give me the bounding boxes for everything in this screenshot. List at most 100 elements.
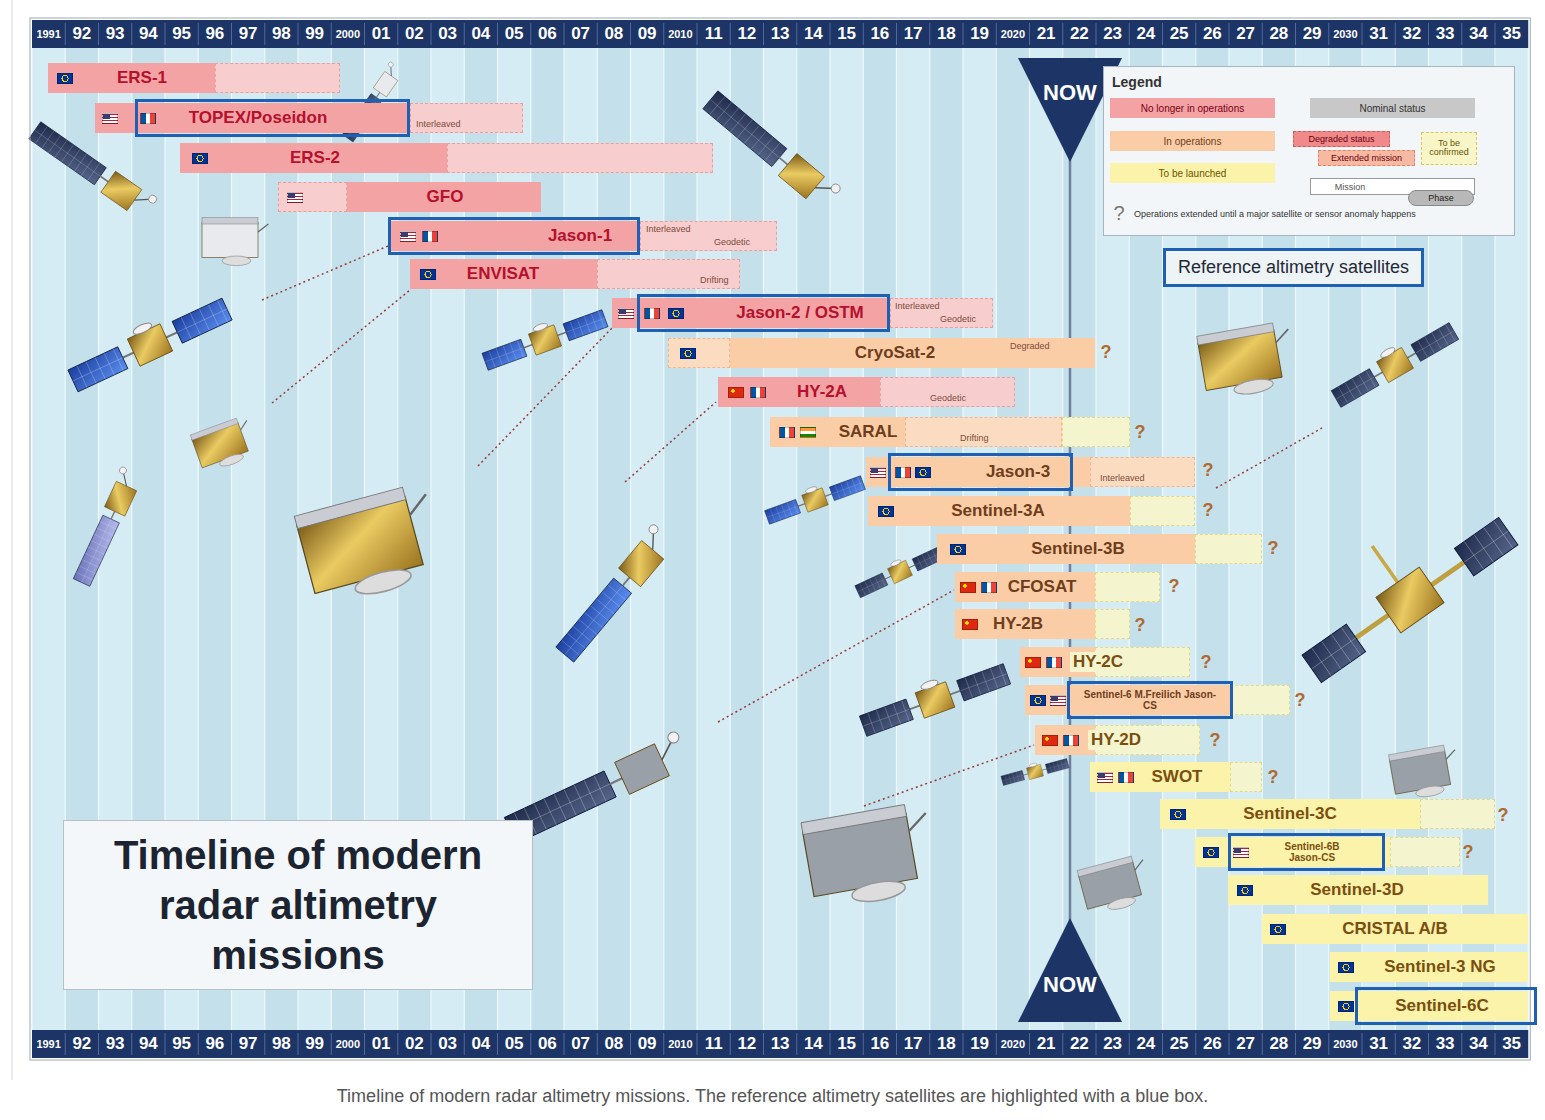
solar-panel <box>1454 517 1518 575</box>
antenna-boom <box>258 224 268 232</box>
panel-cell-line <box>485 348 524 362</box>
year-band-divider <box>830 23 831 45</box>
year-label: 15 <box>837 24 856 44</box>
satellite-illustration <box>27 118 158 221</box>
satellite-illustration <box>701 87 842 212</box>
country-flag <box>287 192 303 203</box>
year-band-divider <box>1096 1033 1097 1055</box>
country-flag <box>192 153 208 164</box>
year-band-divider <box>1461 23 1462 45</box>
year-band-divider <box>1495 23 1496 45</box>
year-band-divider <box>298 1033 299 1055</box>
year-label: 11 <box>705 1034 723 1054</box>
year-band-divider <box>863 23 864 45</box>
year-label: 31 <box>1369 1034 1388 1054</box>
year-label: 27 <box>1236 24 1255 44</box>
satellite-body <box>1376 567 1444 633</box>
status-note: Interleaved <box>646 224 691 235</box>
question-mark: ? <box>1135 615 1146 636</box>
status-note: Drifting <box>700 275 729 286</box>
country-flag <box>400 231 416 242</box>
solar-panel <box>556 578 632 662</box>
year-band-divider <box>697 23 698 45</box>
year-band-divider <box>331 1033 332 1055</box>
mission-name: Sentinel-6 M.Freilich Jason-CS <box>1075 689 1225 711</box>
year-band-divider <box>630 1033 631 1055</box>
country-flag <box>915 467 931 478</box>
legend-text: Mission <box>1335 182 1366 192</box>
year-stripe <box>32 48 65 1030</box>
mission-bar: Jason-2 / OSTMInterleavedGeodetic <box>612 298 993 328</box>
year-band-divider <box>996 1033 997 1055</box>
year-band-divider <box>65 23 66 45</box>
bar-segment <box>1095 609 1130 639</box>
country-flag <box>981 582 997 593</box>
mission-name: Sentinel-6C <box>1392 996 1492 1016</box>
antenna-dish <box>1106 895 1136 912</box>
year-band-divider <box>530 1033 531 1055</box>
mission-name: Sentinel-3 NG <box>1381 957 1498 977</box>
antenna-dish <box>890 559 902 568</box>
year-band-divider <box>198 23 199 45</box>
mission-name: Sentinel-6B Jason-CS <box>1272 841 1352 863</box>
question-mark: ? <box>1135 422 1146 443</box>
year-band-divider <box>431 23 432 45</box>
question-mark: ? <box>1201 652 1212 673</box>
year-band-divider <box>497 23 498 45</box>
country-flag <box>878 506 894 517</box>
year-band-divider <box>464 1033 465 1055</box>
satellite-body <box>101 171 142 210</box>
year-label: 96 <box>205 1034 224 1054</box>
year-label: 35 <box>1502 24 1521 44</box>
antenna-boom <box>1445 750 1457 760</box>
year-band-divider <box>963 1033 964 1055</box>
country-flag <box>1233 847 1249 858</box>
bar-segment <box>1390 837 1460 867</box>
year-band-divider <box>929 23 930 45</box>
leader-line <box>262 246 388 300</box>
year-band-divider <box>1096 23 1097 45</box>
antenna-dish <box>218 452 245 469</box>
year-label: 92 <box>72 24 91 44</box>
year-band-divider <box>564 1033 565 1055</box>
mission-name: Sentinel-3B <box>1028 539 1128 559</box>
year-label: 97 <box>239 24 258 44</box>
legend-text: Phase <box>1428 193 1454 203</box>
panel-cell-line <box>710 100 779 158</box>
year-label: 06 <box>538 1034 557 1054</box>
year-label: 07 <box>571 24 590 44</box>
panel-cell-line <box>1416 331 1454 353</box>
year-label: 21 <box>1037 1034 1056 1054</box>
leader-line <box>272 290 410 403</box>
satellite-illustration <box>1077 853 1154 917</box>
year-label: 34 <box>1469 24 1488 44</box>
country-flag <box>140 113 156 124</box>
year-label: 99 <box>305 24 324 44</box>
year-label: 93 <box>106 24 125 44</box>
bar-segment <box>1230 685 1290 715</box>
solar-panel <box>172 298 232 343</box>
year-label: 21 <box>1037 24 1056 44</box>
country-flag <box>950 544 966 555</box>
question-mark: ? <box>1463 842 1474 863</box>
year-band-divider <box>397 1033 398 1055</box>
satellite-illustration <box>64 289 234 394</box>
satellite-illustration <box>1000 755 1070 787</box>
year-band-divider <box>763 1033 764 1055</box>
year-label: 19 <box>970 1034 989 1054</box>
instrument-plate <box>202 218 258 224</box>
year-stripe <box>730 48 763 1030</box>
question-mark: ? <box>1498 805 1509 826</box>
year-band-divider <box>98 23 99 45</box>
year-label: 01 <box>372 1034 391 1054</box>
instrument-plate <box>1389 745 1445 761</box>
mast <box>1312 531 1509 669</box>
year-label: 11 <box>705 24 723 44</box>
country-flag <box>1203 847 1219 858</box>
panel-cell-line <box>565 586 623 655</box>
year-label: 28 <box>1269 1034 1288 1054</box>
satellite-illustration <box>1389 743 1463 802</box>
year-label: 2030 <box>1333 28 1357 40</box>
